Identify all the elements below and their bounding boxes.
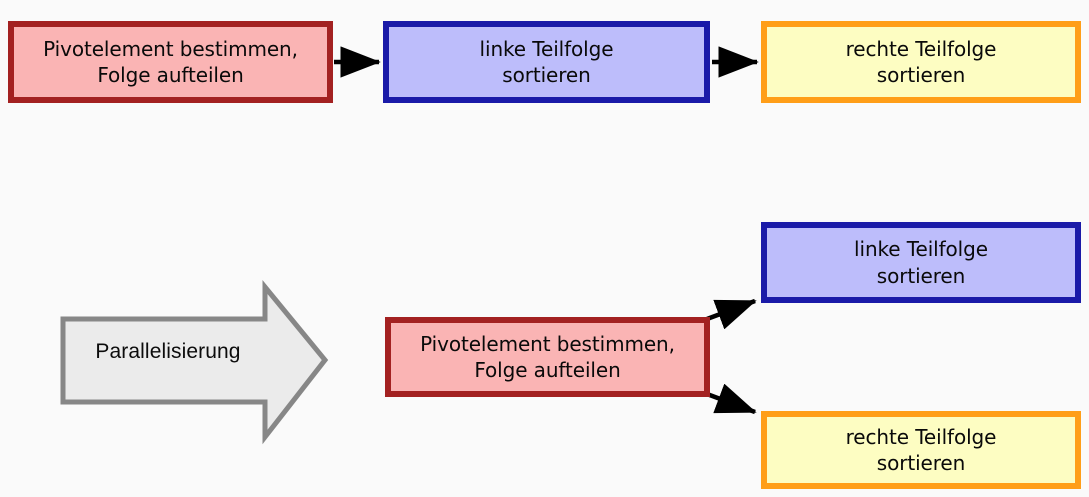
connector-par-pivot-to-par-right bbox=[706, 383, 757, 415]
node-sequential-left-sublist[interactable]: linke Teilfolge sortieren bbox=[383, 21, 710, 103]
node-parallel-pivot[interactable]: Pivotelement bestimmen, Folge aufteilen bbox=[385, 317, 710, 397]
node-parallel-right-sublist[interactable]: rechte Teilfolge sortieren bbox=[761, 411, 1081, 489]
connector-par-pivot-to-par-left bbox=[706, 298, 757, 330]
node-sequential-right-sublist[interactable]: rechte Teilfolge sortieren bbox=[761, 21, 1081, 103]
node-sequential-pivot[interactable]: Pivotelement bestimmen, Folge aufteilen bbox=[8, 21, 333, 103]
node-parallel-left-sublist[interactable]: linke Teilfolge sortieren bbox=[761, 222, 1081, 303]
parallelisierung-label: Parallelisierung bbox=[95, 340, 241, 363]
